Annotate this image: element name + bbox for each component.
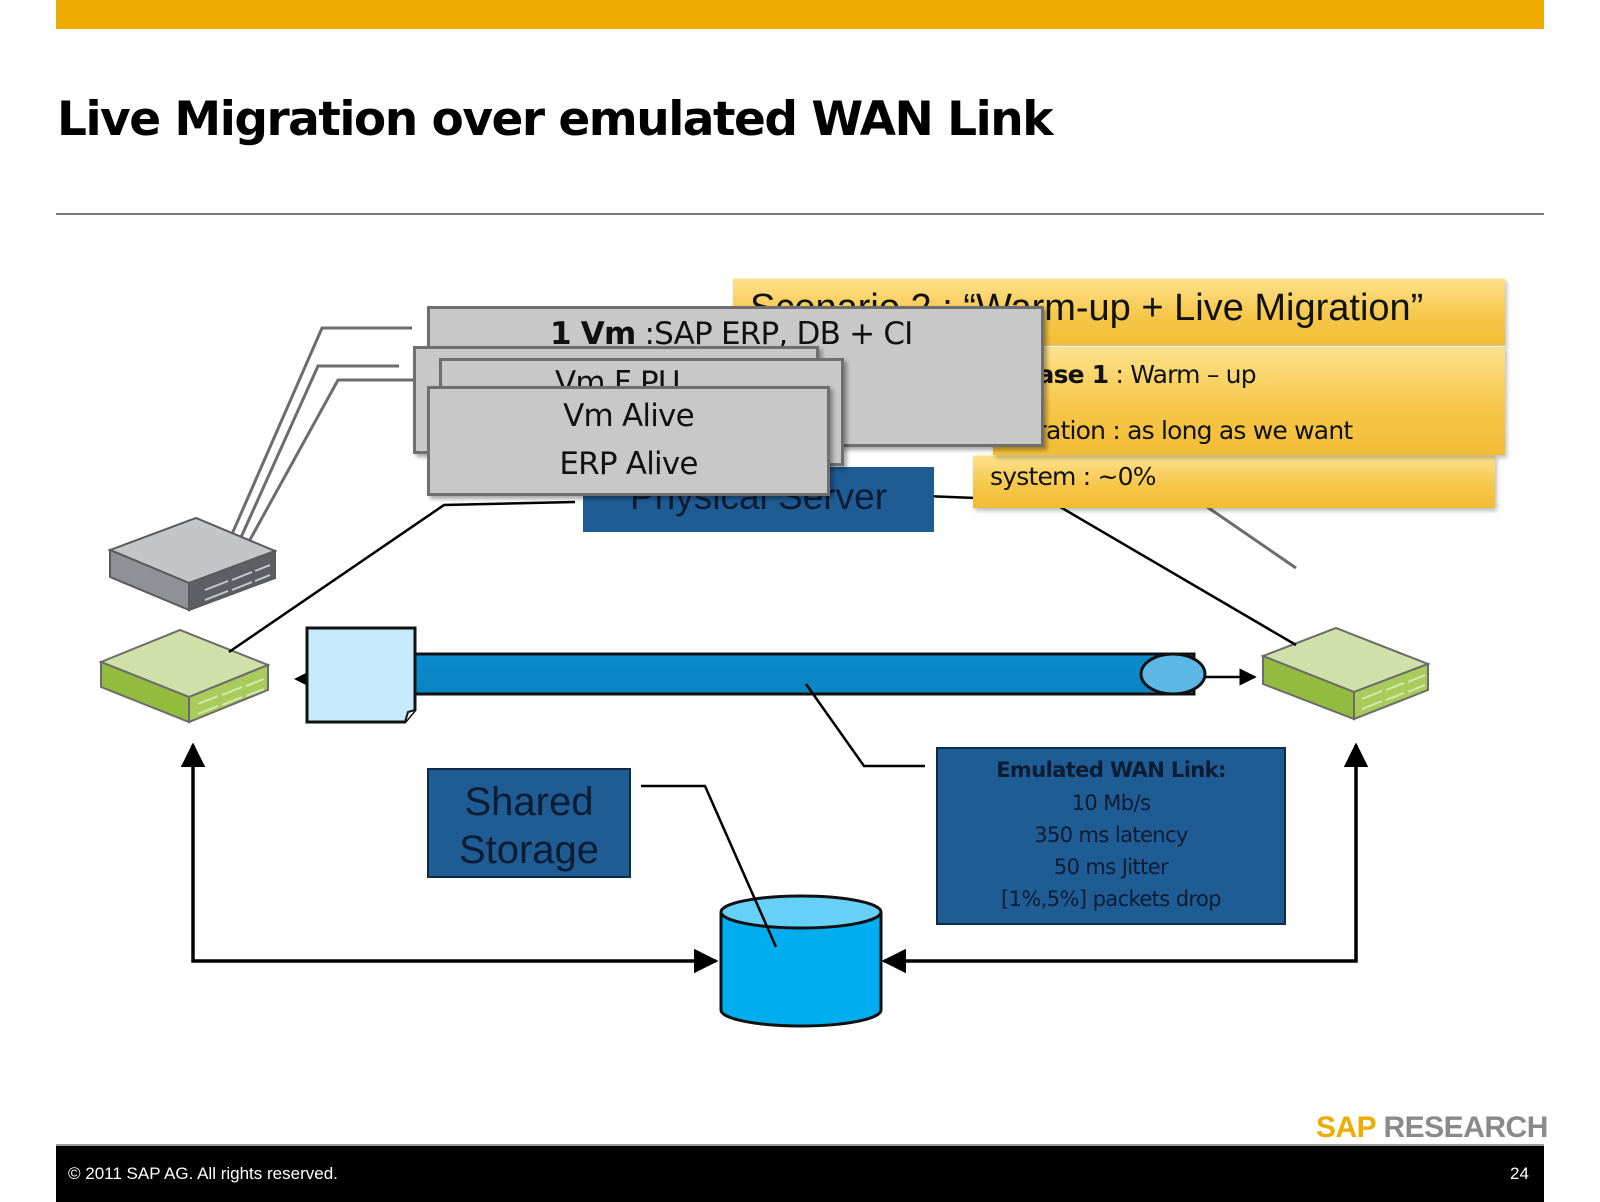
vm-status-box bbox=[427, 386, 830, 496]
system-callout bbox=[973, 455, 1495, 508]
page-number: 24 bbox=[1510, 1164, 1529, 1183]
title-divider bbox=[56, 213, 1544, 215]
destination-host-server-icon bbox=[1260, 626, 1431, 721]
wan-pipe-icon bbox=[294, 652, 1257, 696]
accent-bar bbox=[56, 0, 1544, 29]
copyright-text: © 2011 SAP AG. All rights reserved. bbox=[68, 1164, 338, 1183]
duration-text: Duration : as long as we want bbox=[1003, 416, 1353, 445]
system-load-text: system : ~0% bbox=[990, 462, 1157, 491]
connector-line bbox=[641, 784, 778, 948]
vm-alive-text: Vm Alive bbox=[563, 398, 695, 434]
wan-packet-drop: [1%,5%] packets drop bbox=[1001, 887, 1222, 911]
wan-link-title: Emulated WAN Link: bbox=[996, 758, 1226, 782]
connector-line bbox=[228, 500, 576, 654]
phase-callout bbox=[993, 346, 1505, 455]
wan-link-info-box bbox=[936, 747, 1286, 925]
wan-latency: 350 ms latency bbox=[1034, 823, 1188, 847]
page-title: Live Migration over emulated WAN Link bbox=[57, 92, 1053, 147]
erp-alive-text: ERP Alive bbox=[559, 446, 698, 482]
shared-storage-line1: Shared bbox=[464, 780, 594, 824]
connector-line bbox=[236, 364, 399, 545]
destination-storage-arrow bbox=[881, 742, 1369, 974]
management-server-icon bbox=[107, 516, 278, 612]
vm-image-document-icon bbox=[305, 626, 417, 724]
connector-line bbox=[804, 683, 925, 768]
source-storage-arrow bbox=[180, 742, 719, 974]
shared-storage-cylinder-icon bbox=[719, 894, 883, 1028]
phase-value: : Warm – up bbox=[1108, 360, 1256, 389]
wan-jitter: 50 ms Jitter bbox=[1053, 855, 1169, 879]
footer-bar bbox=[56, 1144, 1544, 1202]
shared-storage-line2: Storage bbox=[458, 828, 600, 872]
connector-line bbox=[244, 378, 427, 548]
connector-line bbox=[924, 494, 1297, 647]
shared-storage-label: Shared Storage bbox=[427, 778, 631, 874]
source-host-server-icon bbox=[98, 628, 271, 724]
connector-line bbox=[227, 326, 412, 542]
logo-sap: SAP bbox=[1316, 1111, 1376, 1144]
shared-storage-label-box bbox=[427, 768, 631, 878]
logo-research: RESEARCH bbox=[1383, 1111, 1549, 1144]
wan-bandwidth: 10 Mb/s bbox=[1071, 791, 1151, 815]
sap-research-logo: SAP RESEARCH bbox=[1316, 1111, 1548, 1145]
